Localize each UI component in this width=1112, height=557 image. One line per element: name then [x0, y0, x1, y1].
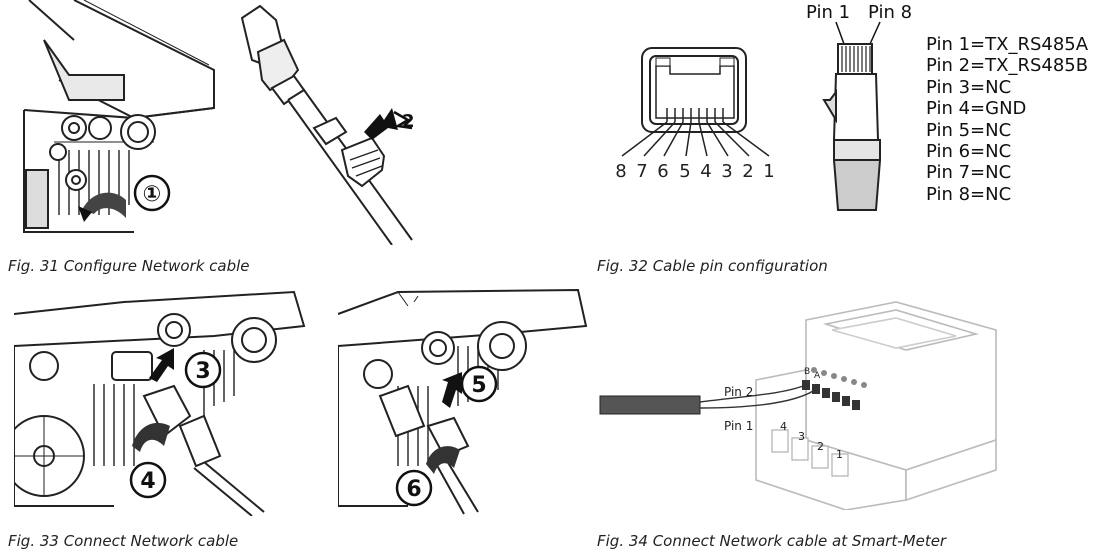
terminal-label: 3 [798, 430, 805, 443]
pin-assignment: Pin 4=GND [926, 98, 1027, 120]
fig33-caption: Fig. 33 Connect Network cable [8, 532, 239, 550]
terminal-label: 1 [836, 448, 843, 461]
step-6-label: 6 [406, 477, 421, 502]
fig31-inverter-illustration: ① [14, 0, 234, 240]
fig34-caption: Fig. 34 Connect Network cable at Smart-M… [597, 532, 947, 550]
plug-pin8-label: Pin 8 [868, 2, 912, 23]
pin-assignment: Pin 1=TX_RS485A [926, 34, 1089, 55]
step-3-label: 3 [195, 359, 210, 384]
pin-assignment: Pin 5=NC [926, 119, 1012, 141]
bus-label-b: B [804, 367, 810, 377]
rj45-plug-illustration: Pin 1 Pin 8 [800, 0, 920, 225]
step-5-label: 5 [471, 373, 486, 398]
pin-assignment: Pin 3=NC [926, 76, 1012, 98]
pin-assignment: Pin 2=TX_RS485B [926, 55, 1089, 77]
step-4-label: 4 [140, 469, 155, 494]
wire-pin1-label: Pin 1 [724, 419, 753, 433]
bus-label-a: A [814, 371, 821, 381]
jack-number: 3 [721, 161, 732, 182]
jack-number: 5 [679, 161, 690, 182]
pin-assignment: Pin 8=NC [926, 183, 1012, 205]
jack-number: 7 [636, 161, 647, 182]
jack-number: 6 [657, 161, 668, 182]
jack-number: 1 [763, 161, 774, 182]
smart-meter-illustration: 4 3 2 1 B A Pin 2 Pin 1 [596, 290, 1016, 510]
fig31-caption: Fig. 31 Configure Network cable [8, 257, 250, 275]
step-2-label: 2 [402, 111, 415, 132]
plug-pin1-label: Pin 1 [806, 2, 850, 23]
terminal-label: 4 [780, 420, 787, 433]
pin-assignment: Pin 7=NC [926, 162, 1012, 184]
rj45-jack-illustration: 8 7 6 5 4 3 2 1 [612, 44, 782, 184]
pin-assignment-list: Pin 1=TX_RS485A Pin 2=TX_RS485B Pin 3=NC… [926, 34, 1088, 205]
fig31-gland-illustration: 2 [232, 0, 432, 245]
jack-number: 2 [742, 161, 753, 182]
fig33-tighten-illustration: 5 6 [338, 286, 588, 516]
jack-number: 8 [615, 161, 626, 182]
pin-assignment: Pin 6=NC [926, 141, 1012, 163]
terminal-label: 2 [817, 440, 824, 453]
fig32-caption: Fig. 32 Cable pin configuration [597, 257, 828, 275]
fig33-connect-illustration: 3 4 [14, 286, 310, 516]
wire-pin2-label: Pin 2 [724, 385, 753, 399]
step-1-label: ① [143, 182, 162, 207]
jack-number: 4 [700, 161, 711, 182]
